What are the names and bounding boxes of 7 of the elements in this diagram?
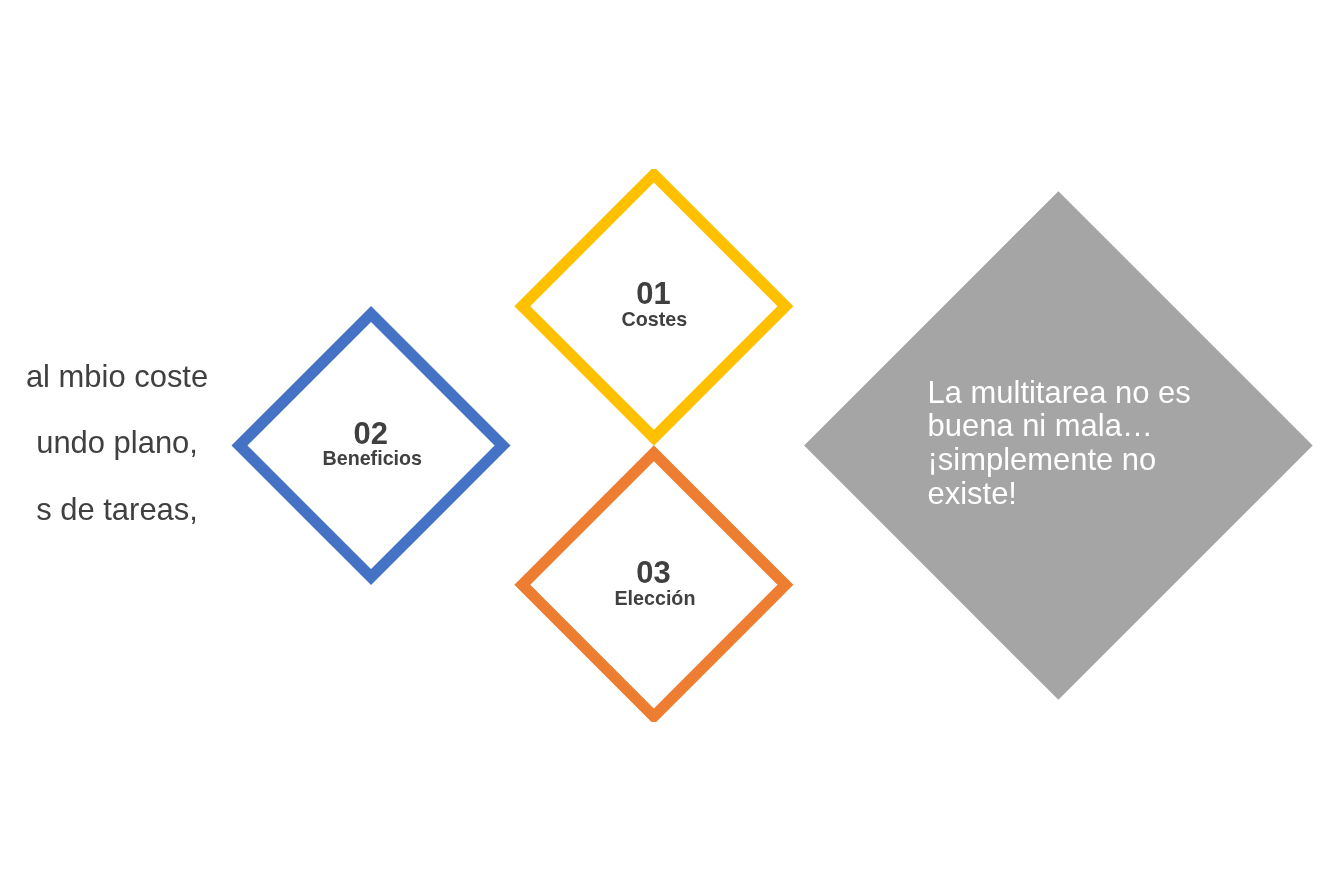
label: s de tareas, (36, 491, 198, 527)
label: undo plano, (36, 424, 198, 460)
node-diamond: 01 Costes (514, 168, 794, 446)
node-diamond: La multitarea no es buena ni mala… ¡simplemente no existe! (804, 190, 1313, 700)
node-diamond: 02 Beneficios (231, 305, 511, 585)
label: al mbio coste (25, 358, 209, 394)
node-diamond: 03 Elección (514, 444, 794, 722)
